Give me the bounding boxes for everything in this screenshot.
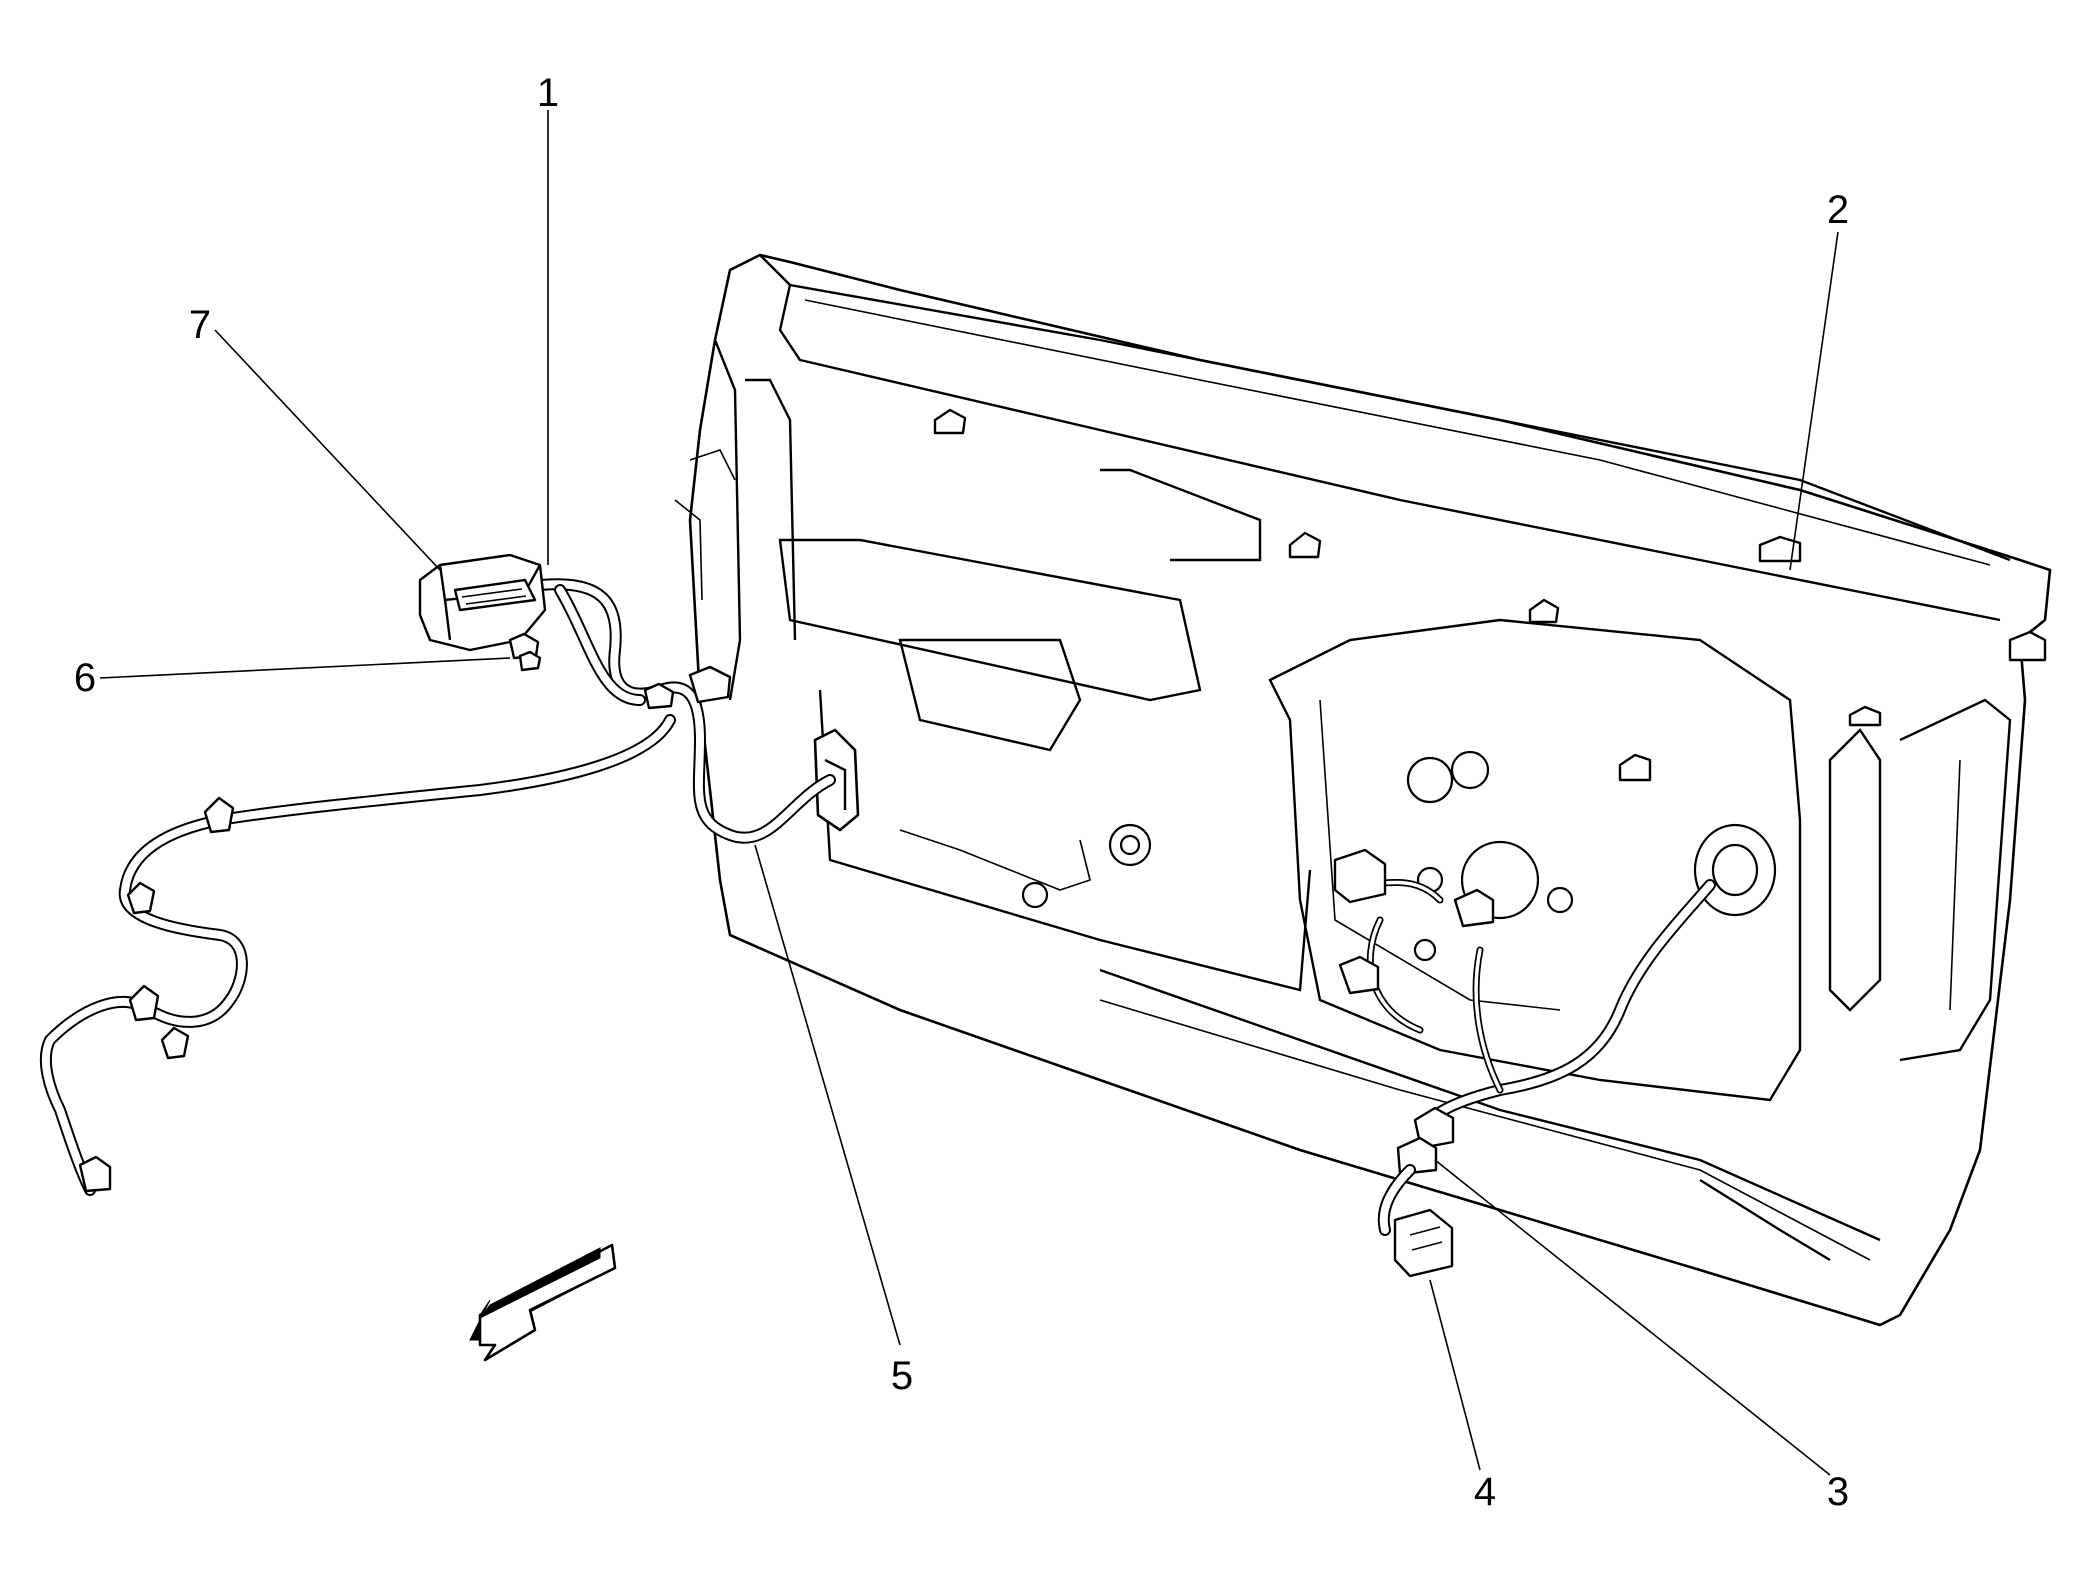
right-harness — [1333, 848, 1716, 1278]
module-connector-assembly — [418, 553, 547, 672]
callout-7: 7 — [188, 303, 212, 347]
callout-5: 5 — [890, 1354, 914, 1398]
leader-line-2 — [1789, 231, 1839, 571]
callout-6: 6 — [73, 656, 97, 700]
leader-line-7 — [214, 329, 441, 571]
callout-3: 3 — [1826, 1470, 1850, 1514]
dash-panel — [674, 253, 2052, 1327]
wiring-harness — [39, 578, 836, 1196]
leader-line-4 — [1429, 1279, 1481, 1471]
leader-line-6 — [99, 657, 511, 679]
front-direction-arrow — [469, 1243, 617, 1362]
left-grommet — [813, 728, 860, 832]
leader-lines — [99, 110, 1839, 1476]
leader-line-3 — [1434, 1159, 1831, 1476]
callout-4: 4 — [1473, 1470, 1497, 1514]
leader-line-5 — [754, 844, 901, 1346]
callout-2: 2 — [1826, 188, 1850, 232]
callout-1: 1 — [536, 71, 560, 115]
